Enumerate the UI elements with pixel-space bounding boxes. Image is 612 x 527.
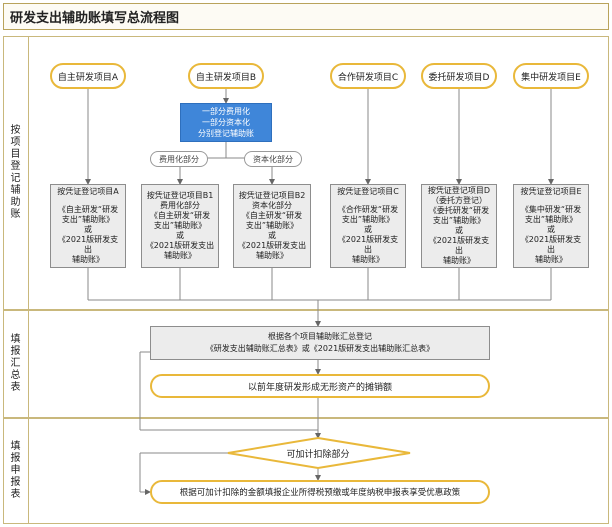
project-e-node: 集中研发项目E [513, 63, 589, 89]
branch-tag-capitalized: 资本化部分 [244, 151, 302, 167]
card-text: 支出”辅助账》 [61, 215, 115, 224]
card-text: 辅助账》 [443, 256, 475, 265]
summary-table-box: 根据各个项目辅助账汇总登记 《研发支出辅助账汇总表》或《2021版研发支出辅助账… [150, 326, 490, 360]
card-text: 按凭证登记项目B1 [146, 191, 214, 200]
lane-label-summary: 填报汇总表 [3, 311, 29, 417]
lane-band-1 [3, 36, 609, 310]
card-text: 支出”辅助账》 [245, 221, 299, 230]
lane-band-2 [3, 310, 609, 418]
final-declaration-node: 根据可加计扣除的金额填报企业所得税预缴或年度纳税申报表享受优惠政策 [150, 480, 490, 504]
card-text: 辅助账》 [164, 251, 196, 260]
deductible-label: 可加计扣除部分 [286, 449, 350, 460]
card-text: 资本化部分 [252, 201, 292, 210]
card-text: 或 [268, 231, 276, 240]
ledger-card-b1: 按凭证登记项目B1 费用化部分 《自主研发“研发 支出”辅助账》 或 《2021… [141, 184, 219, 268]
card-text: 辅助账》 [72, 255, 104, 264]
card-text: 《自主研发“研发 [149, 211, 211, 220]
card-text: 费用化部分 [160, 201, 200, 210]
card-text: 《2021版研发支出 [428, 236, 490, 255]
summary-line-1: 根据各个项目辅助账汇总登记 [268, 332, 372, 341]
card-text: 支出”辅助账》 [432, 216, 486, 225]
decision-diamond [227, 436, 411, 470]
split-line-1: 一部分费用化 [202, 107, 250, 116]
card-text: 《合作研发“研发 [337, 205, 399, 214]
lane-label-register: 按项目登记辅助账 [3, 37, 29, 309]
project-d-node: 委托研发项目D [421, 63, 497, 89]
card-text: 或 [547, 225, 555, 234]
card-text: 按凭证登记项目E [520, 187, 582, 196]
project-a-node: 自主研发项目A [50, 63, 126, 89]
split-line-2: 一部分资本化 [202, 118, 250, 127]
ledger-card-b2: 按凭证登记项目B2 资本化部分 《自主研发“研发 支出”辅助账》 或 《2021… [233, 184, 311, 268]
card-text: 《自主研发“研发 [241, 211, 303, 220]
card-text: 或 [455, 226, 463, 235]
card-text: 辅助账》 [352, 255, 384, 264]
project-c-node: 合作研发项目C [330, 63, 406, 89]
lane-band-3 [3, 418, 609, 524]
ledger-card-d: 按凭证登记项目D （委托方登记） 《委托研发“研发 支出”辅助账》 或 《202… [421, 184, 497, 268]
card-text: 或 [176, 231, 184, 240]
project-b-node: 自主研发项目B [188, 63, 264, 89]
card-text: 或 [364, 225, 372, 234]
ledger-card-c: 按凭证登记项目C 《合作研发“研发 支出”辅助账》 或 《2021版研发支出 辅… [330, 184, 406, 268]
card-text: （委托方登记） [431, 196, 487, 205]
card-text: 《2021版研发支出 [237, 241, 307, 250]
page-title: 研发支出辅助账填写总流程图 [3, 3, 609, 30]
split-allocation-box: 一部分费用化 一部分资本化 分别登记辅助账 [180, 103, 272, 142]
lane-label-declaration: 填报申报表 [3, 419, 29, 523]
ledger-card-a: 按凭证登记项目A 《自主研发“研发 支出”辅助账》 或 《2021版研发支出 辅… [50, 184, 126, 268]
card-text: 《2021版研发支出 [145, 241, 215, 250]
card-text: 支出”辅助账》 [341, 215, 395, 224]
card-text: 按凭证登记项目B2 [238, 191, 306, 200]
ledger-card-e: 按凭证登记项目E 《集中研发“研发 支出”辅助账》 或 《2021版研发支出 辅… [513, 184, 589, 268]
card-text: 《自主研发“研发 [57, 205, 119, 214]
amortization-node: 以前年度研发形成无形资产的摊销额 [150, 374, 490, 398]
card-text: 《委托研发“研发 [428, 206, 490, 215]
split-line-3: 分别登记辅助账 [198, 129, 254, 138]
card-text: 支出”辅助账》 [524, 215, 578, 224]
branch-tag-expensed: 费用化部分 [150, 151, 208, 167]
card-text: 按凭证登记项目D [427, 186, 491, 195]
card-text: 辅助账》 [256, 251, 288, 260]
card-text: 《2021版研发支出 [337, 235, 399, 254]
card-text: 按凭证登记项目C [337, 187, 399, 196]
card-text: 按凭证登记项目A [57, 187, 119, 196]
card-text: 《2021版研发支出 [57, 235, 119, 254]
card-text: 《集中研发“研发 [520, 205, 582, 214]
card-text: 《2021版研发支出 [520, 235, 582, 254]
card-text: 或 [84, 225, 92, 234]
summary-line-2: 《研发支出辅助账汇总表》或《2021版研发支出辅助账汇总表》 [205, 344, 435, 353]
card-text: 支出”辅助账》 [153, 221, 207, 230]
card-text: 辅助账》 [535, 255, 567, 264]
